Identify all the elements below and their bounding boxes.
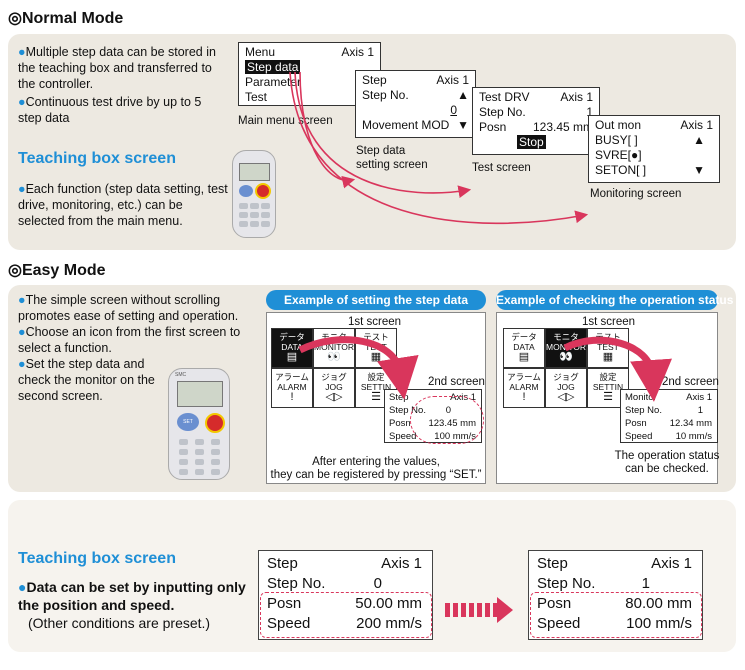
normal-bullet-1: ●Multiple step data can be stored in the… (18, 45, 216, 91)
normal-teaching-box-title: Teaching box screen (18, 150, 176, 167)
easy-bullet-1: ●The simple screen without scrolling pro… (18, 293, 239, 323)
transition-arrow (445, 597, 513, 623)
normal-tb-bullet: ●Each function (step data setting, test … (18, 182, 228, 228)
easy-teaching-box-title: Teaching box screen (18, 550, 176, 567)
menu-item-step-data[interactable]: Step data (245, 60, 301, 74)
up-arrow-icon: ▲ (457, 88, 469, 102)
main-menu-caption: Main menu screen (238, 115, 333, 127)
menu-item-test[interactable]: Test (245, 90, 268, 104)
teaching-box-device-image (232, 150, 276, 238)
values-highlight (410, 396, 484, 444)
menu-item-parameter[interactable]: Parameter (245, 75, 302, 89)
easy-tb-description: ●Data can be set by inputting only the p… (18, 579, 246, 631)
normal-mode-title: ◎Normal Mode (8, 10, 124, 27)
first-screen-label: 1st screen (348, 316, 402, 328)
normal-bullet-2: ●Continuous test drive by up to 5 step d… (18, 95, 202, 125)
easy-bullet-2: ●Choose an icon from the first screen to… (18, 325, 241, 355)
normal-flow-arrows (289, 71, 589, 225)
test-screen-caption: Test screen (472, 162, 531, 174)
second-screen-label: 2nd screen (428, 376, 485, 388)
monitoring-screen-caption: Monitoring screen (590, 188, 682, 200)
stop-button[interactable]: Stop (517, 135, 546, 149)
before-highlight (260, 592, 432, 638)
setting-note: After entering the values,they can be re… (270, 456, 482, 481)
example-checking-status-header: Example of checking the operation status (496, 290, 733, 310)
easy-mode-title: ◎Easy Mode (8, 262, 106, 279)
example-setting-step-data-header: Example of setting the step data (266, 290, 486, 310)
teaching-box-device-image-large: SMC SET (168, 368, 230, 480)
after-highlight (530, 592, 702, 638)
down-arrow-icon: ▼ (457, 118, 469, 132)
first-screen-label-2: 1st screen (582, 316, 636, 328)
easy-flow-arrows (298, 336, 672, 402)
second-screen-label-2: 2nd screen (662, 376, 719, 388)
easy-bullet-3: ●Set the step data and check the monitor… (18, 357, 155, 403)
